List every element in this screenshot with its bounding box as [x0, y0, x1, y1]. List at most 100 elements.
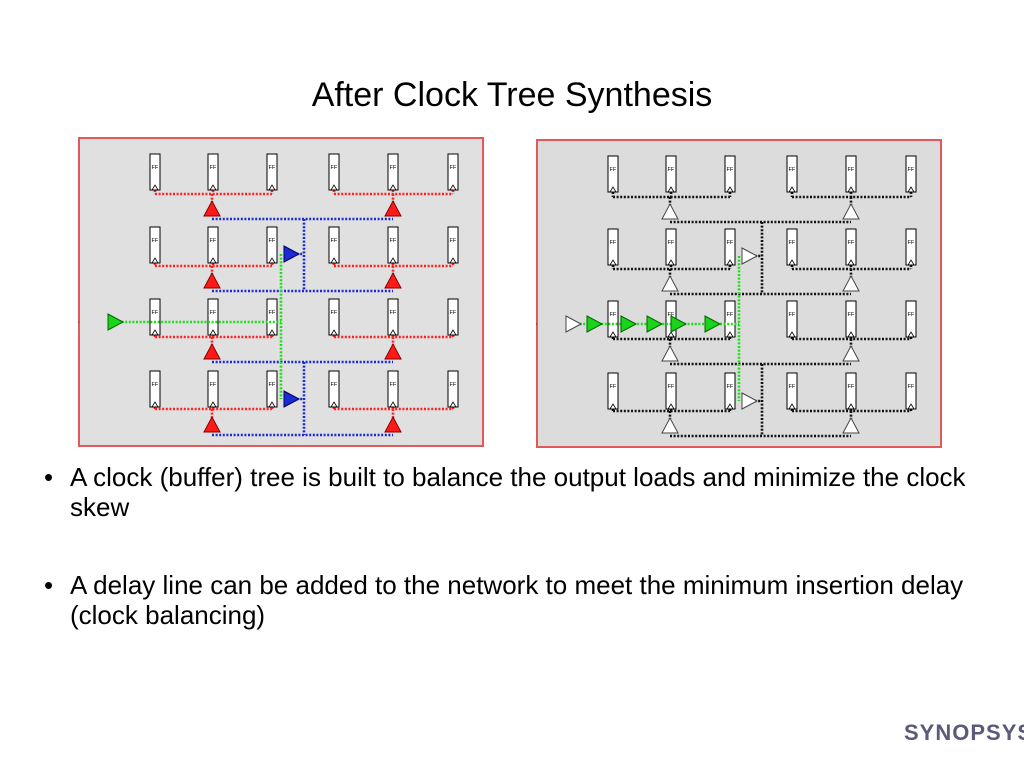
slide-title: After Clock Tree Synthesis — [311, 76, 713, 114]
clock-pin-icon — [667, 403, 675, 410]
ff-label: FF — [789, 167, 796, 173]
flip-flop — [905, 228, 917, 266]
clock-pin-icon — [726, 331, 734, 338]
leaf-buffer-icon — [661, 274, 679, 292]
ff-label: FF — [668, 384, 675, 390]
bullet-marker: • — [44, 570, 54, 600]
flip-flop — [387, 298, 399, 336]
ff-label: FF — [848, 384, 855, 390]
clock-pin-icon — [609, 186, 617, 193]
ff-label: FF — [668, 312, 675, 318]
ff-label: FF — [727, 312, 734, 318]
clock-pin-icon — [209, 401, 217, 408]
clock-pin-icon — [907, 186, 915, 193]
ff-label: FF — [331, 238, 338, 244]
leaf-buffer-icon — [384, 271, 402, 289]
ff-label: FF — [908, 167, 915, 173]
flip-flop — [149, 370, 161, 408]
bullet-marker: • — [44, 462, 54, 492]
flip-flop — [387, 226, 399, 264]
flip-flop — [207, 370, 219, 408]
clock-pin-icon — [726, 403, 734, 410]
clock-pin-icon — [907, 331, 915, 338]
leaf-buffer-icon — [203, 271, 221, 289]
ff-label: FF — [210, 310, 217, 316]
leaf-buffer-icon — [661, 416, 679, 434]
flip-flop — [665, 155, 677, 193]
flip-flop — [786, 372, 798, 410]
clock-pin-icon — [449, 257, 457, 264]
flip-flop — [387, 153, 399, 191]
clock-pin-icon — [726, 259, 734, 266]
leaf-buffer-icon — [842, 274, 860, 292]
leaf-buffer-icon — [842, 416, 860, 434]
delay-buffer-icon — [620, 315, 638, 333]
ff-label: FF — [908, 240, 915, 246]
flip-flop — [149, 226, 161, 264]
ff-label: FF — [152, 165, 159, 171]
mid-buffer-icon — [741, 392, 759, 410]
flip-flop — [387, 370, 399, 408]
ff-label: FF — [789, 384, 796, 390]
leaf-buffer-icon — [203, 199, 221, 217]
flip-flop — [724, 228, 736, 266]
ff-label: FF — [331, 382, 338, 388]
ff-label: FF — [269, 382, 276, 388]
flip-flop — [607, 372, 619, 410]
ff-label: FF — [331, 310, 338, 316]
ff-label: FF — [390, 238, 397, 244]
ff-label: FF — [668, 167, 675, 173]
flip-flop — [328, 370, 340, 408]
clock-pin-icon — [847, 186, 855, 193]
flip-flop — [328, 153, 340, 191]
ff-label: FF — [269, 310, 276, 316]
ff-label: FF — [390, 165, 397, 171]
clock-pin-icon — [209, 329, 217, 336]
flip-flop — [328, 226, 340, 264]
ff-label: FF — [331, 165, 338, 171]
flip-flop — [447, 298, 459, 336]
clock-pin-icon — [788, 186, 796, 193]
clock-pin-icon — [449, 401, 457, 408]
flip-flop — [607, 300, 619, 338]
leaf-buffer-icon — [384, 342, 402, 360]
leaf-buffer-icon — [842, 344, 860, 362]
root-buffer-icon — [107, 313, 125, 331]
flip-flop — [724, 155, 736, 193]
mid-buffer-icon — [741, 247, 759, 265]
flip-flop — [207, 298, 219, 336]
ff-label: FF — [390, 310, 397, 316]
clock-pin-icon — [907, 403, 915, 410]
clock-pin-icon — [330, 329, 338, 336]
ff-label: FF — [210, 165, 217, 171]
flip-flop — [149, 153, 161, 191]
ff-label: FF — [908, 312, 915, 318]
flip-flop — [845, 155, 857, 193]
clock-pin-icon — [151, 329, 159, 336]
leaf-buffer-icon — [661, 344, 679, 362]
flip-flop — [665, 228, 677, 266]
ff-label: FF — [450, 165, 457, 171]
clock-pin-icon — [847, 259, 855, 266]
clock-pin-icon — [389, 329, 397, 336]
ff-label: FF — [610, 312, 617, 318]
flip-flop — [447, 226, 459, 264]
clock-pin-icon — [667, 259, 675, 266]
delay-buffer-icon — [646, 315, 664, 333]
clock-pin-icon — [449, 184, 457, 191]
bullet-text: A delay line can be added to the network… — [70, 570, 964, 630]
flip-flop — [266, 226, 278, 264]
flip-flop — [786, 300, 798, 338]
ff-label: FF — [610, 240, 617, 246]
clock-pin-icon — [268, 401, 276, 408]
clock-pin-icon — [609, 331, 617, 338]
flip-flop — [845, 372, 857, 410]
flip-flop — [266, 298, 278, 336]
delay-buffer-icon — [586, 315, 604, 333]
bullet-item: • A delay line can be added to the netwo… — [36, 570, 1021, 630]
clock-pin-icon — [389, 401, 397, 408]
ff-label: FF — [152, 310, 159, 316]
